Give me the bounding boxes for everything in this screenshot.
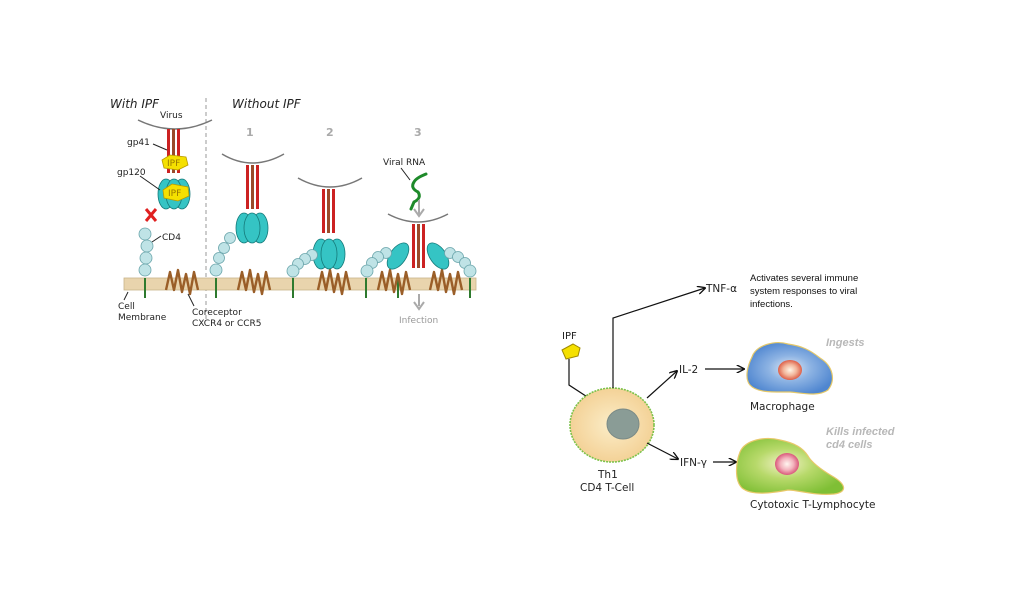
cd4-tcell-label: CD4 T-Cell: [580, 482, 634, 494]
ipf-molecule: [561, 343, 581, 360]
ipf-molecule-bottom: [162, 183, 190, 202]
th1-nucleus: [606, 408, 640, 440]
ctl-nucleus: [775, 453, 799, 475]
infection-label: Infection: [399, 316, 438, 326]
tnf-alpha-label: TNF-α: [705, 283, 737, 295]
gp41-3: [412, 224, 425, 268]
tnf-note-line-3: infections.: [750, 299, 793, 310]
header-without-ipf: Without IPF: [232, 97, 302, 111]
gp120-1: [235, 212, 269, 244]
cd4-receptor-with-ipf: [138, 227, 154, 277]
hiv-entry-diagram: With IPF Without IPF Virus IPF IPF gp4: [110, 97, 477, 329]
block-x-icon: [144, 208, 158, 222]
cd4-label: CD4: [162, 233, 181, 243]
virus-label: Virus: [160, 111, 183, 121]
cell-membrane-label-1: Cell: [118, 302, 135, 312]
ctl-action-line-2: cd4 cells: [826, 439, 872, 451]
viral-rna-strand: [409, 172, 428, 211]
gp41-label: gp41: [127, 138, 150, 148]
immune-response-diagram: IPF Th1 CD4 T-Cell TNF-α Activates sever…: [561, 273, 895, 511]
tnf-note-line-1: Activates several immune: [750, 273, 858, 284]
virus-membrane-3: [387, 213, 449, 223]
il2-label: IL-2: [679, 364, 698, 376]
virus-membrane-1: [221, 153, 285, 164]
gp41-1: [246, 165, 259, 209]
virus-membrane-with-ipf: [137, 119, 213, 130]
cd4-receptor-1: [209, 232, 236, 277]
ifn-gamma-label: IFN-γ: [680, 457, 707, 469]
coreceptor-label-2: CXCR4 or CCR5: [192, 319, 262, 329]
ipf-label: IPF: [562, 331, 577, 342]
ipf-top-label: IPF: [167, 159, 180, 169]
macrophage-action-label: Ingests: [826, 337, 865, 349]
ifn-arrow: [646, 442, 678, 459]
ipf-bottom-label: IPF: [168, 189, 181, 199]
gp120-label: gp120: [117, 168, 146, 178]
ctl-label: Cytotoxic T-Lymphocyte: [750, 499, 875, 511]
header-with-ipf: With IPF: [110, 97, 160, 111]
panel-number-2: 2: [326, 126, 334, 139]
cd4-receptor-3: [360, 247, 477, 278]
il2-arrow: [646, 371, 677, 399]
th1-label: Th1: [597, 469, 618, 481]
coreceptor-label-1: Coreceptor: [192, 308, 242, 318]
tnf-arrow: [612, 288, 705, 388]
virus-membrane-2: [297, 177, 363, 188]
cell-membrane-label-2: Membrane: [118, 313, 167, 323]
viral-rna-label: Viral RNA: [383, 158, 426, 168]
membrane-anchors: [144, 278, 471, 298]
gp41-2: [322, 189, 335, 233]
ipf-molecule-top: [161, 154, 189, 171]
panel-number-1: 1: [246, 126, 254, 139]
ctl-action-line-1: Kills infected: [826, 426, 895, 438]
tnf-note-line-2: system responses to viral: [750, 286, 857, 297]
panel-number-3: 3: [414, 126, 422, 139]
cd4-receptor-2: [286, 249, 318, 278]
macrophage-nucleus: [778, 360, 802, 380]
macrophage-label: Macrophage: [750, 401, 815, 413]
